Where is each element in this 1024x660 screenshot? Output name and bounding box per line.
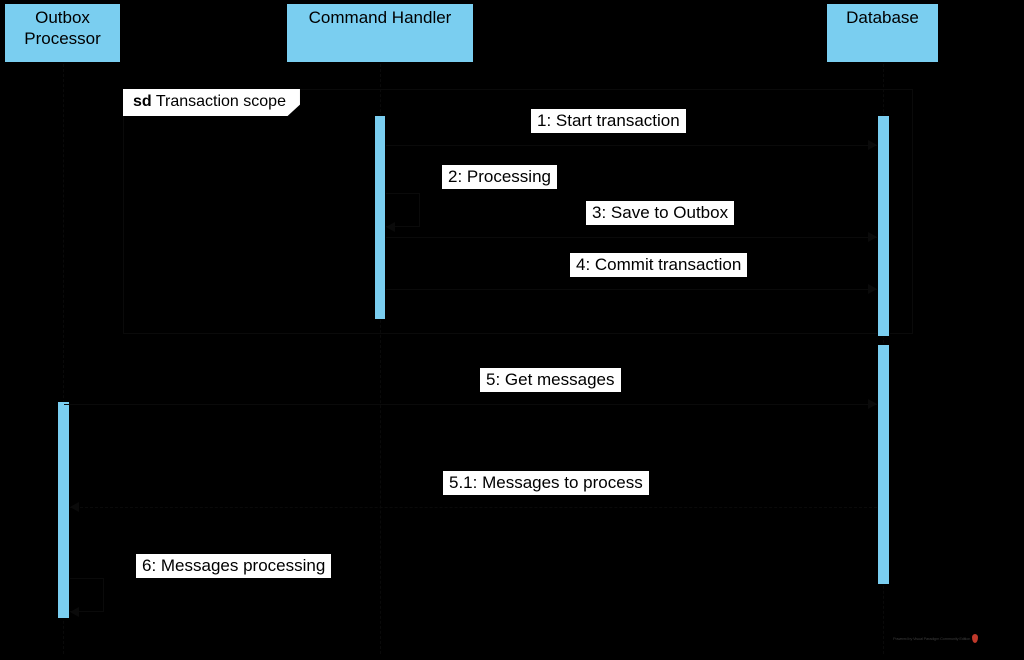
activation-bar-command-handler: [374, 115, 386, 320]
watermark: Powered by Visual Paradigm Community Edi…: [893, 634, 979, 643]
watermark-logo-icon: [972, 634, 979, 643]
message-line-4: [386, 289, 877, 290]
message-arrowhead-5-1: [70, 502, 79, 512]
message-self-loop-2: [386, 193, 420, 227]
message-arrowhead-5: [868, 399, 877, 409]
frame-keyword: sd: [133, 93, 152, 110]
message-label-1: 1: Start transaction: [531, 109, 686, 133]
activation-bar-database-transaction: [877, 115, 890, 337]
lifeline-command-handler: [380, 64, 381, 654]
message-arrowhead-6: [70, 607, 79, 617]
message-arrowhead-2: [386, 222, 395, 232]
message-line-3: [386, 237, 877, 238]
participant-command-handler[interactable]: Command Handler: [285, 2, 475, 64]
message-label-3: 3: Save to Outbox: [586, 201, 735, 225]
message-label-2: 2: Processing: [442, 165, 557, 189]
frame-name: Transaction scope: [155, 93, 286, 110]
message-label-4: 4: Commit transaction: [570, 253, 748, 277]
message-label-6: 6: Messages processing: [136, 554, 332, 578]
participant-label-database: Database: [846, 8, 919, 27]
message-arrowhead-4: [868, 284, 877, 294]
lifeline-outbox-processor: [63, 64, 64, 654]
activation-bar-database-query: [877, 344, 890, 585]
message-line-1: [386, 145, 877, 146]
frame-label-transaction-scope: sd Transaction scope: [123, 89, 300, 116]
participant-label-outbox-processor: Outbox Processor: [24, 8, 101, 48]
message-arrowhead-3: [868, 232, 877, 242]
message-label-5: 5: Get messages: [480, 368, 621, 392]
message-line-5: [64, 404, 877, 405]
participant-label-command-handler: Command Handler: [308, 8, 452, 27]
participant-outbox-processor[interactable]: Outbox Processor: [3, 2, 122, 64]
message-arrowhead-1: [868, 140, 877, 150]
message-label-5-1: 5.1: Messages to process: [443, 471, 649, 495]
watermark-text: Powered by Visual Paradigm Community Edi…: [893, 635, 971, 641]
participant-database[interactable]: Database: [825, 2, 940, 64]
interaction-frame-transaction-scope: [123, 89, 913, 334]
activation-bar-outbox-processor: [57, 401, 70, 619]
message-self-loop-6: [70, 578, 104, 612]
message-line-5-1: [70, 507, 877, 508]
